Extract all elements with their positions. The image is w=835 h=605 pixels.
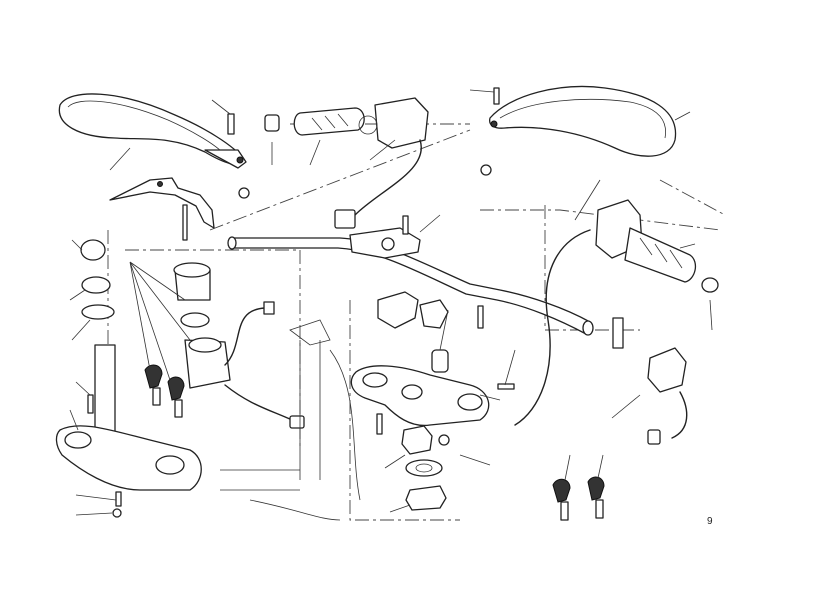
left-grip (264, 97, 429, 229)
ignition-lock (173, 262, 305, 429)
stem-nut-stack (401, 425, 447, 511)
throttle-grip (514, 199, 719, 426)
ignition-keys (144, 364, 605, 521)
handlebar (227, 236, 594, 336)
mirror-bracket (109, 177, 215, 241)
upper-triple-clamp (350, 365, 490, 427)
right-switch (647, 347, 688, 445)
handlebar-riser (377, 291, 449, 373)
handlebar-clamp (349, 227, 421, 259)
left-mirror (58, 93, 247, 169)
callout-leaders (69, 89, 713, 516)
right-mirror (489, 85, 677, 157)
small-hardware (87, 87, 624, 518)
steering-stem (55, 239, 202, 491)
frame-outline (220, 319, 361, 521)
page-number: 9 (707, 516, 713, 527)
